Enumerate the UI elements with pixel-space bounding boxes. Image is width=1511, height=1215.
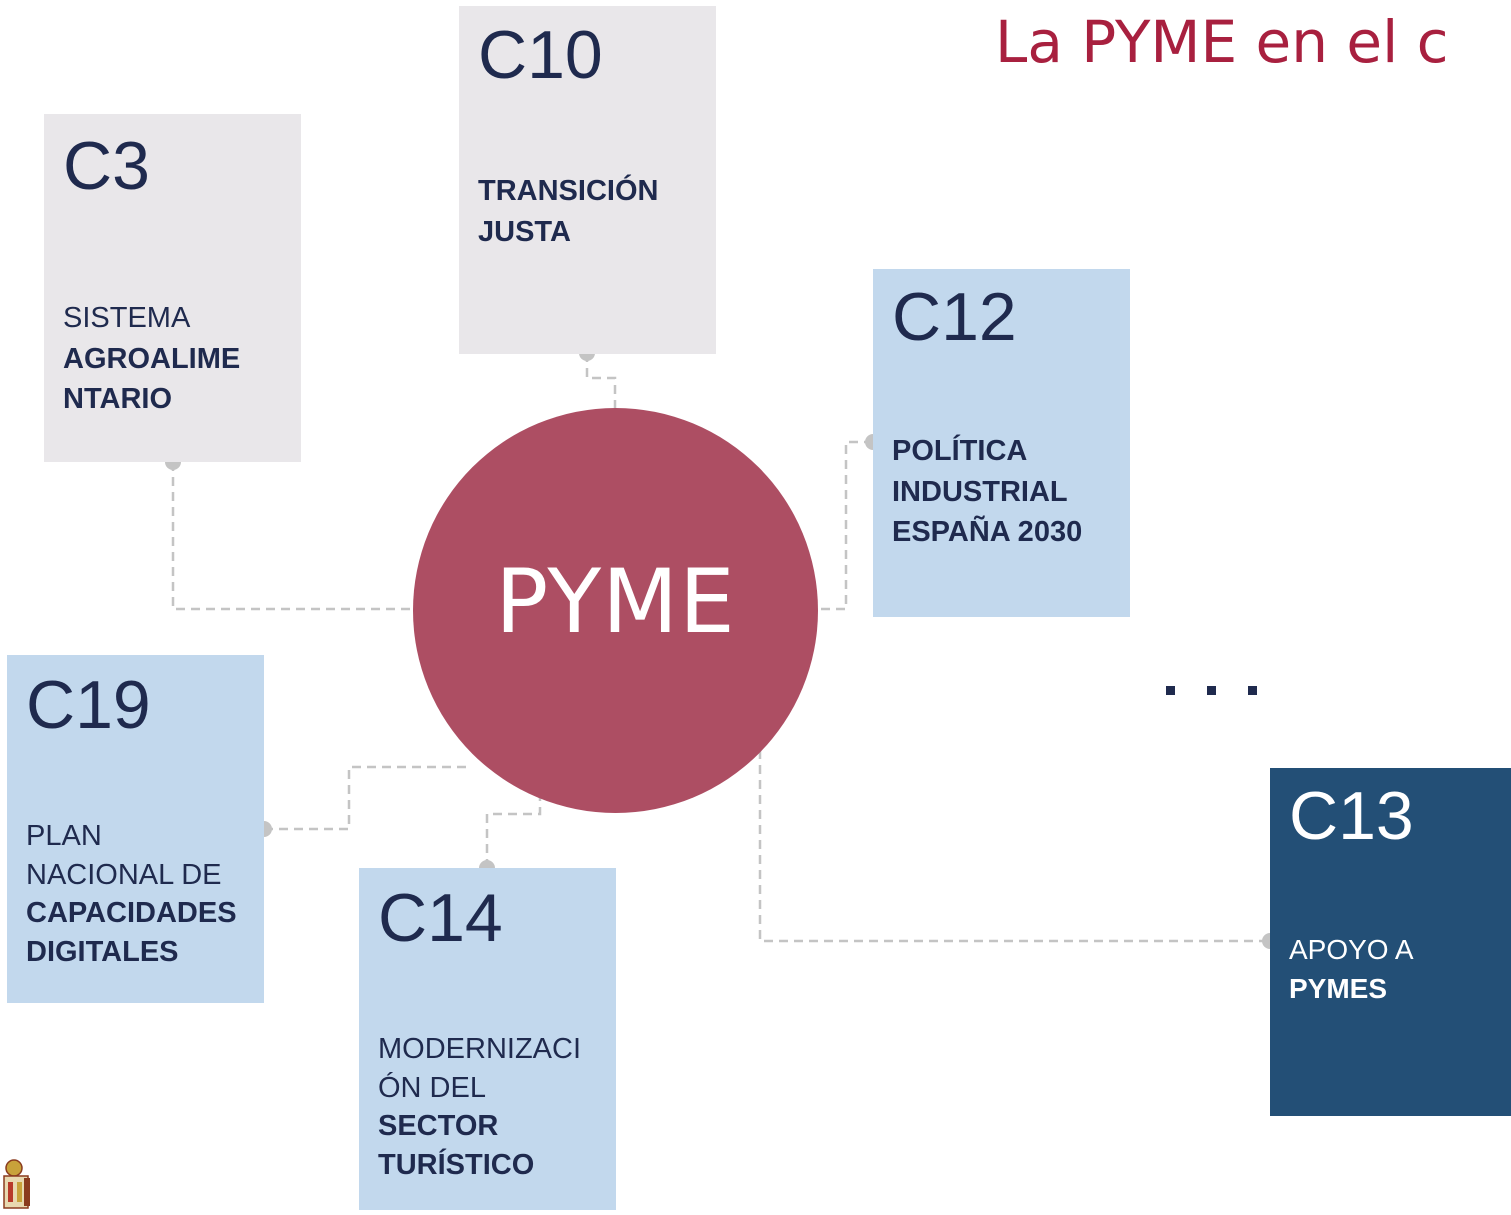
component-code: C12	[892, 279, 1017, 355]
description-line: PLAN	[26, 820, 102, 852]
description-line: SISTEMA	[63, 302, 191, 334]
page-title: La PYME en el c	[995, 8, 1449, 76]
description-line: INDUSTRIAL	[892, 475, 1068, 508]
connector-c14	[485, 760, 542, 868]
description-line: SECTOR	[378, 1110, 499, 1143]
component-description: TRANSICIÓN JUSTA	[478, 171, 658, 252]
description-line: TRANSICIÓN	[478, 175, 659, 207]
description-line: NTARIO	[63, 383, 173, 416]
component-card-c12: C12 POLÍTICA INDUSTRIAL ESPAÑA 2030	[873, 269, 1130, 617]
description-line: MODERNIZACI	[378, 1033, 581, 1065]
pyme-hub-label: PYME	[495, 550, 736, 653]
connector-c12	[818, 440, 873, 611]
component-card-c3: C3 SISTEMA AGROALIME NTARIO	[44, 114, 301, 462]
component-code: C14	[378, 880, 503, 956]
component-description: PLAN NACIONAL DE CAPACIDADES DIGITALES	[26, 817, 237, 971]
component-code: C3	[63, 128, 150, 204]
connector-c19	[264, 765, 470, 831]
description-line: NACIONAL DE	[26, 858, 222, 891]
component-description: POLÍTICA INDUSTRIAL ESPAÑA 2030	[892, 431, 1082, 553]
description-line: DIGITALES	[26, 935, 179, 968]
description-line: POLÍTICA	[892, 435, 1028, 467]
pyme-hub-circle: PYME	[413, 408, 818, 813]
connector-c10	[585, 353, 617, 408]
component-card-c10: C10 TRANSICIÓN JUSTA	[459, 6, 716, 354]
component-code: C13	[1289, 778, 1414, 854]
more-components-ellipsis	[1166, 682, 1289, 700]
component-description: APOYO A PYMES	[1289, 930, 1414, 1008]
ellipsis-dot	[1248, 686, 1257, 695]
description-line: ÓN DEL	[378, 1071, 486, 1104]
description-line: CAPACIDADES	[26, 897, 237, 930]
description-line: PYMES	[1289, 973, 1388, 1005]
connector-c13	[758, 750, 1270, 943]
component-card-c13: C13 APOYO A PYMES	[1270, 768, 1511, 1116]
ellipsis-dot	[1207, 686, 1216, 695]
component-card-c19: C19 PLAN NACIONAL DE CAPACIDADES DIGITAL…	[7, 655, 264, 1003]
component-description: MODERNIZACI ÓN DEL SECTOR TURÍSTICO	[378, 1030, 581, 1184]
description-line: JUSTA	[478, 215, 571, 248]
component-card-c14: C14 MODERNIZACI ÓN DEL SECTOR TURÍSTICO	[359, 868, 616, 1210]
component-code: C10	[478, 17, 603, 93]
coat-of-arms-icon	[0, 1158, 34, 1215]
connector-c3	[171, 462, 413, 611]
description-line: APOYO A	[1289, 934, 1414, 965]
ellipsis-dot	[1166, 686, 1175, 695]
component-description: SISTEMA AGROALIME NTARIO	[63, 298, 240, 420]
component-code: C19	[26, 667, 151, 743]
description-line: ESPAÑA 2030	[892, 516, 1083, 549]
description-line: TURÍSTICO	[378, 1148, 535, 1181]
description-line: AGROALIME	[63, 342, 241, 375]
